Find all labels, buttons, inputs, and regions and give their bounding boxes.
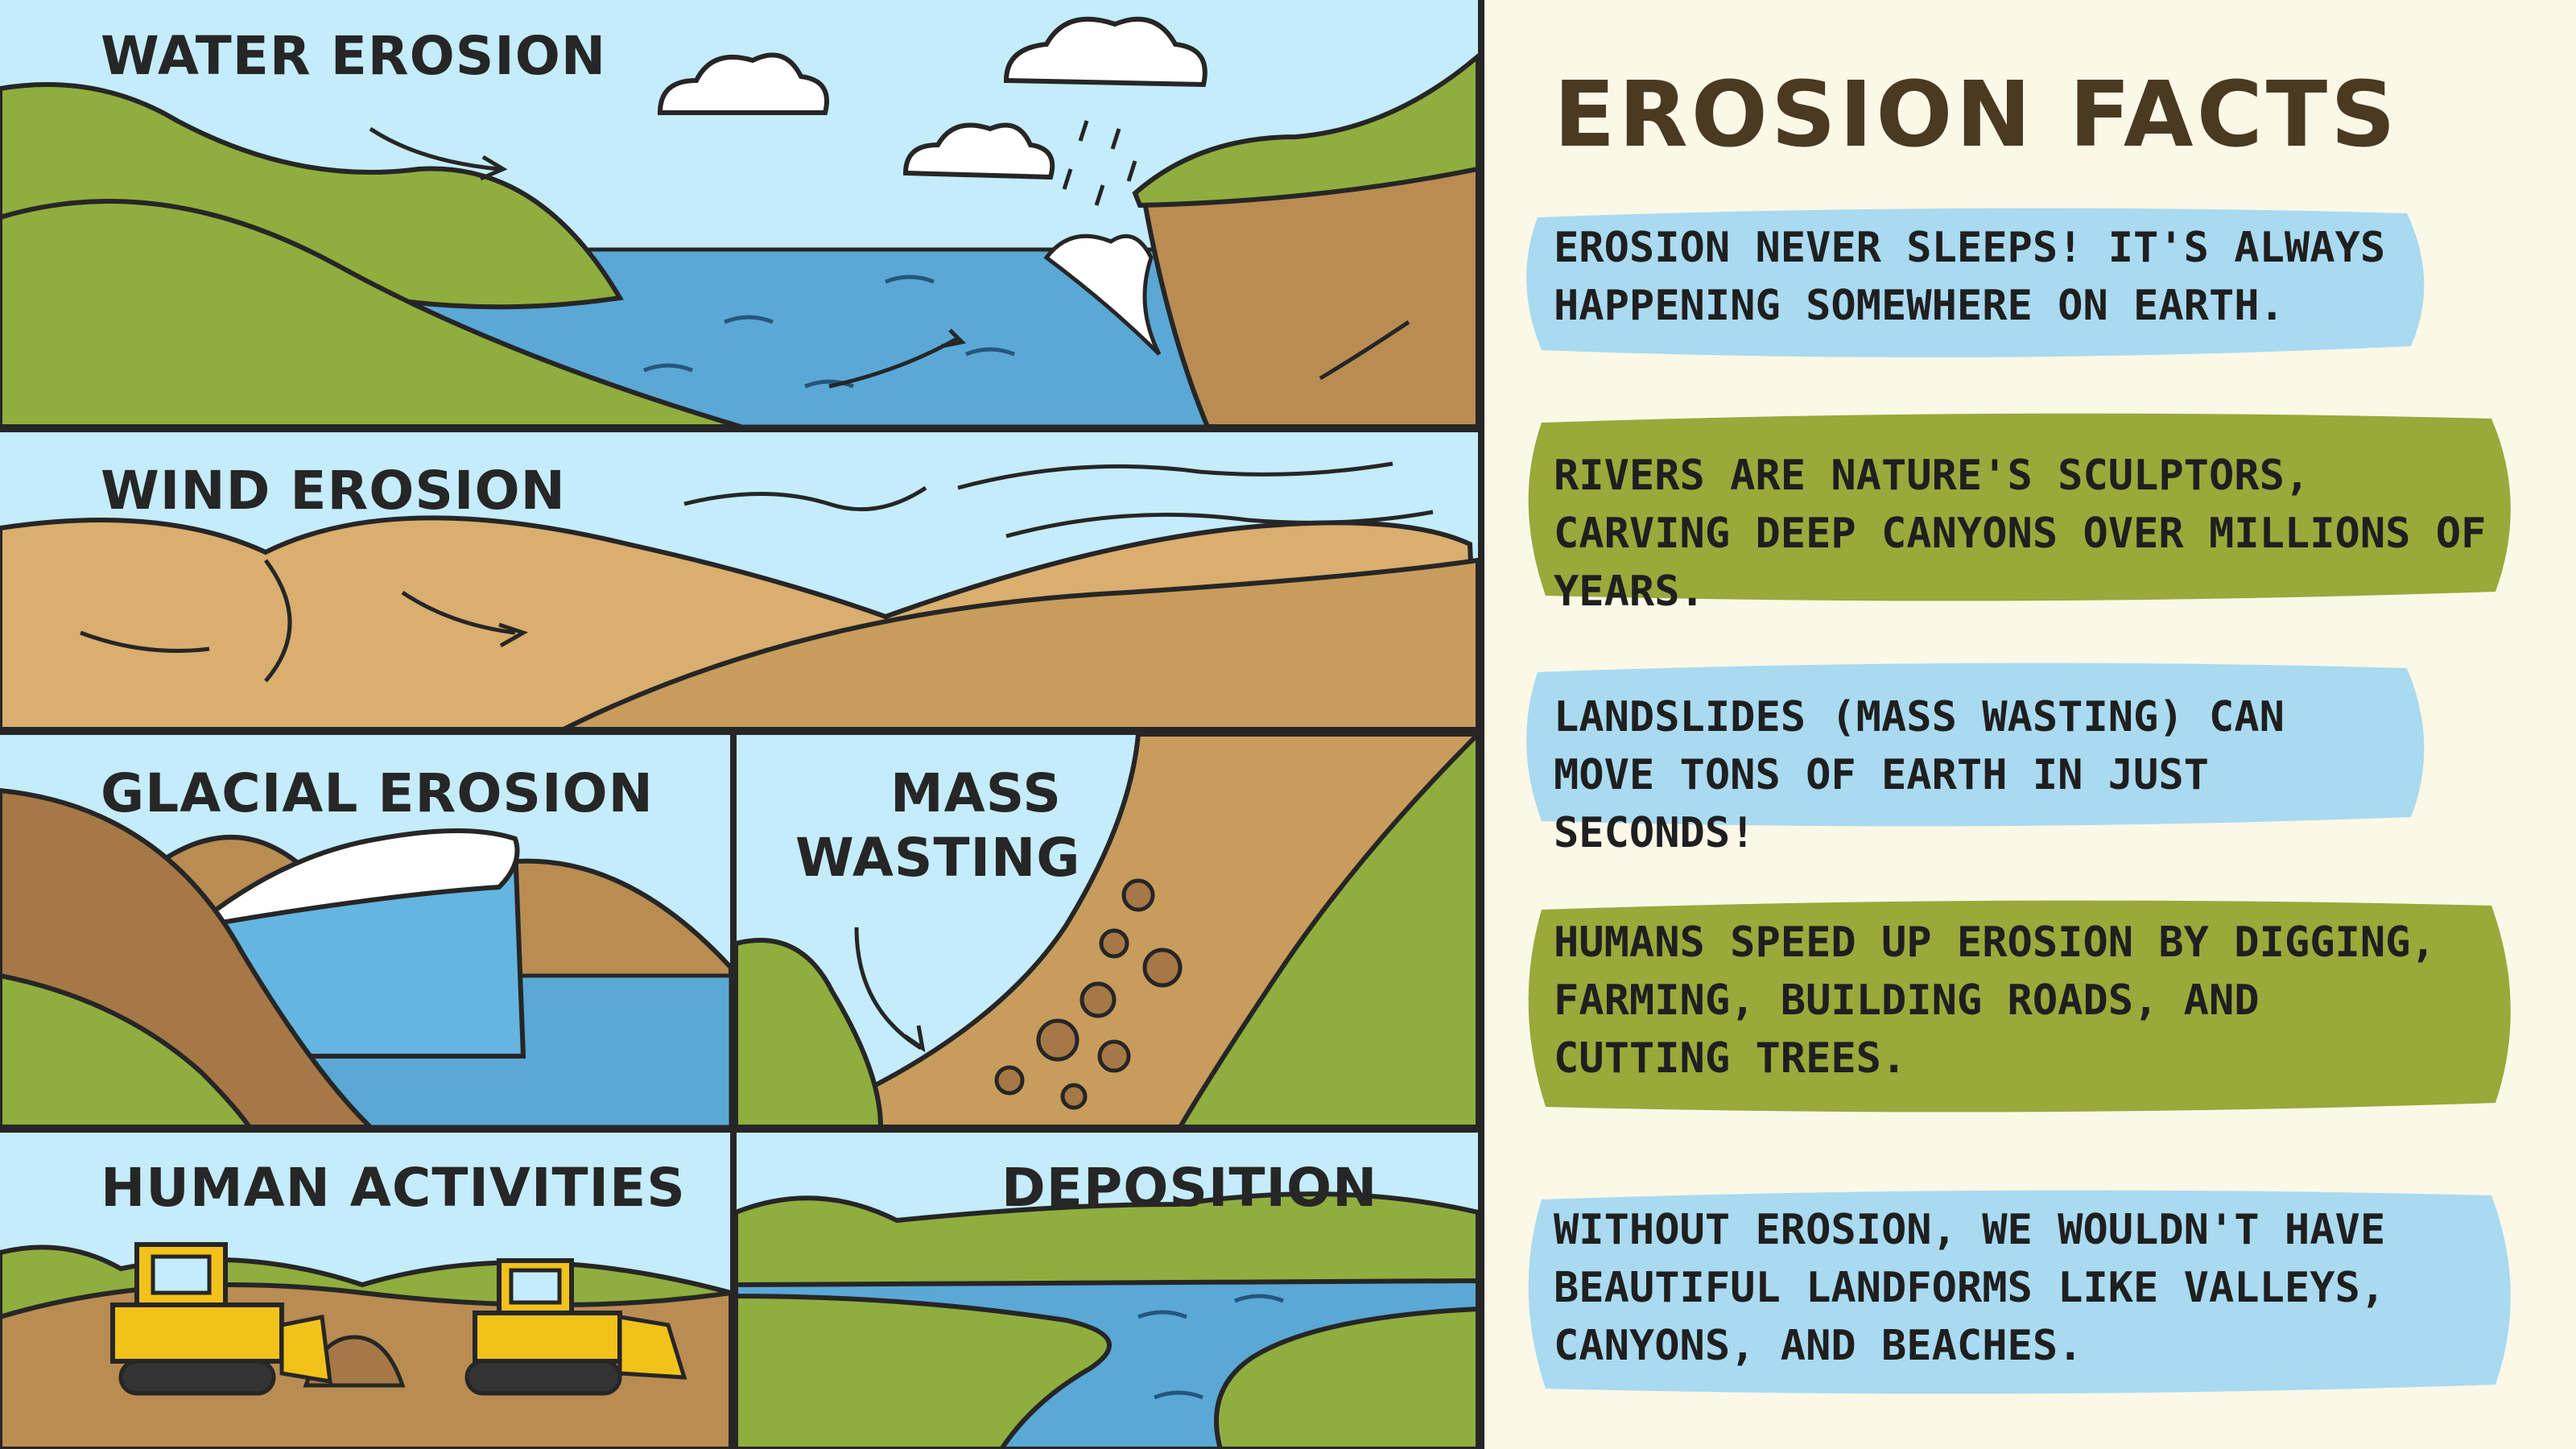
fact-text-4: HUMANS SPEED UP EROSION BY DIGGING, FARM… — [1554, 919, 2436, 1083]
fact-card-3: LANDSLIDES (MASS WASTING) CAN MOVE TONS … — [1513, 656, 2439, 857]
fact-card-4: HUMANS SPEED UP EROSION BY DIGGING, FARM… — [1513, 894, 2528, 1119]
rain-icon — [1062, 120, 1137, 206]
water-erosion-label: WATER EROSION — [101, 25, 607, 87]
wind-erosion-illustration — [0, 431, 1478, 729]
panel-divider — [1478, 0, 1484, 1449]
fact-text-5: WITHOUT EROSION, WE WOULDN'T HAVE BEAUTI… — [1554, 1206, 2386, 1370]
deposition-label: DEPOSITION — [1001, 1157, 1378, 1219]
fact-text-3: LANDSLIDES (MASS WASTING) CAN MOVE TONS … — [1554, 693, 2285, 857]
panel-wind-erosion: WIND EROSION — [0, 431, 1478, 729]
fact-card-1: EROSION NEVER SLEEPS! IT'S ALWAYS HAPPEN… — [1513, 201, 2439, 362]
panel-glacial-erosion: GLACIAL EROSION — [0, 734, 731, 1127]
panel-water-erosion: WATER EROSION — [0, 0, 1478, 427]
panel-grid-lines — [0, 426, 1478, 1449]
water-erosion-illustration — [0, 0, 1478, 427]
cloud-icon — [657, 16, 1208, 180]
bulldozer-icon — [110, 1242, 332, 1396]
mass-wasting-label-line2: WASTING — [795, 827, 1081, 889]
glacial-erosion-illustration — [0, 734, 731, 1127]
fact-text-2: RIVERS ARE NATURE'S SCULPTORS, CARVING D… — [1554, 452, 2487, 616]
facts-title: EROSION FACTS — [1554, 63, 2399, 167]
mass-wasting-label-line1: MASS — [890, 762, 1062, 824]
boulders — [994, 878, 1183, 1110]
panel-mass-wasting: MASS WASTING — [736, 734, 1478, 1127]
mass-wasting-illustration — [736, 734, 1478, 1127]
panel-deposition: DEPOSITION — [736, 1132, 1478, 1449]
deposition-illustration — [736, 1132, 1478, 1449]
fact-card-2: RIVERS ARE NATURE'S SCULPTORS, CARVING D… — [1513, 407, 2528, 616]
panel-human-activities: HUMAN ACTIVITIES — [0, 1132, 731, 1449]
bulldozer-icon — [464, 1258, 687, 1396]
fact-text-1: EROSION NEVER SLEEPS! IT'S ALWAYS HAPPEN… — [1554, 224, 2386, 330]
glacial-erosion-label: GLACIAL EROSION — [101, 762, 654, 824]
human-activities-label: HUMAN ACTIVITIES — [101, 1157, 686, 1219]
wind-erosion-label: WIND EROSION — [101, 460, 566, 522]
fact-card-5: WITHOUT EROSION, WE WOULDN'T HAVE BEAUTI… — [1513, 1183, 2528, 1401]
human-activities-illustration — [0, 1132, 731, 1449]
